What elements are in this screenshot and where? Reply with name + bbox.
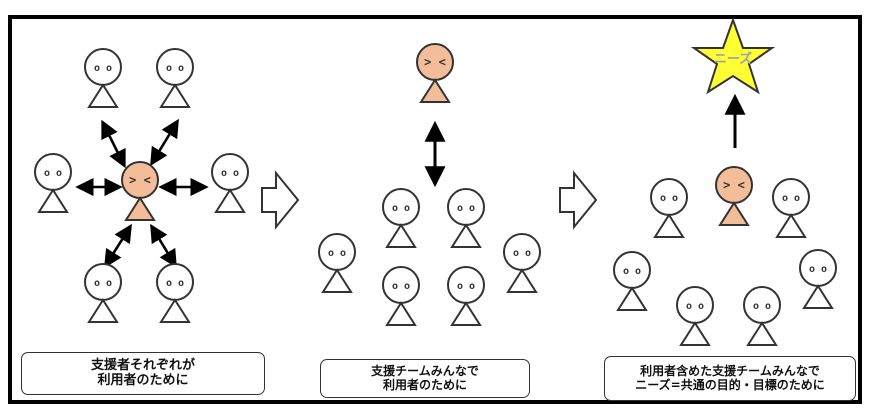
figure-body — [321, 268, 353, 293]
supporter-figure-icon: o o — [676, 286, 714, 346]
panel2-caption-line1: 支援チームみんなで — [371, 363, 479, 378]
panel1-caption-line2: 利用者のために — [97, 372, 189, 388]
user-figure-icon: > < — [121, 161, 159, 221]
figure-body — [653, 213, 685, 238]
figure-body — [385, 223, 417, 248]
panel3-caption-line2: ニーズ=共通の目的・目標のために — [635, 377, 825, 392]
flow-arrow-2-icon — [559, 170, 598, 230]
panel2-caption: 支援チームみんなで 利用者のために — [320, 359, 530, 398]
supporter-figure-icon: o o — [34, 153, 72, 213]
supporter-figure-icon: o o — [156, 263, 194, 323]
panel3-caption-line1: 利用者含めた支援チームみんなで — [640, 363, 820, 378]
flow-arrow-1-icon — [261, 170, 300, 230]
supporter-figure-icon: o o — [772, 178, 810, 238]
figure-face: > < — [129, 173, 151, 187]
arrow-down-right — [150, 223, 177, 269]
needs-star-label: ニーズ — [714, 51, 752, 67]
figure-face: o o — [94, 278, 112, 289]
figure-body — [87, 83, 119, 108]
figure-body — [385, 301, 417, 326]
figure-body — [159, 83, 191, 108]
figure-face: o o — [782, 193, 800, 204]
figure-body — [616, 286, 648, 311]
figure-face: o o — [623, 266, 641, 277]
user-figure-icon: > < — [416, 43, 454, 103]
supporter-figure-icon: o o — [84, 263, 122, 323]
supporter-figure-icon: o o — [650, 178, 688, 238]
figure-face: o o — [457, 203, 475, 214]
figure-face: o o — [94, 63, 112, 74]
supporter-figure-icon: o o — [503, 233, 541, 293]
supporter-figure-icon: o o — [799, 249, 837, 309]
supporter-figure-icon: o o — [211, 153, 249, 213]
panel1-caption-line1: 支援者それぞれが — [90, 357, 195, 373]
figure-body — [419, 78, 451, 103]
supporter-figure-icon: o o — [84, 48, 122, 108]
supporter-figure-icon: o o — [156, 48, 194, 108]
supporter-figure-icon: o o — [382, 188, 420, 248]
figure-body — [450, 223, 482, 248]
figure-face: o o — [660, 193, 678, 204]
figure-body — [87, 298, 119, 323]
supporter-figure-icon: o o — [613, 251, 651, 311]
supporter-figure-icon: o o — [743, 286, 781, 346]
figure-face: o o — [328, 248, 346, 259]
figure-body — [159, 298, 191, 323]
figure-face: o o — [513, 248, 531, 259]
figure-face: o o — [686, 301, 704, 312]
figure-face: o o — [44, 168, 62, 179]
figure-body — [506, 268, 538, 293]
figure-face: > < — [723, 178, 745, 192]
needs-star-icon — [690, 17, 776, 95]
supporter-figure-icon: o o — [318, 233, 356, 293]
figure-face: o o — [166, 63, 184, 74]
arrow-up-right — [150, 118, 179, 167]
figure-face: o o — [809, 264, 827, 275]
figure-body — [124, 196, 156, 221]
supporter-figure-icon: o o — [447, 188, 485, 248]
figure-face: o o — [392, 281, 410, 292]
figure-body — [802, 284, 834, 309]
arrow-down-left — [104, 223, 132, 269]
figure-body — [746, 321, 778, 346]
figure-body — [775, 213, 807, 238]
figure-face: o o — [753, 301, 771, 312]
people-layer: o o o o o o > < o o o o o o > < o o o o o o o o o o o… — [34, 43, 837, 346]
arrow-up-left — [101, 119, 126, 169]
figure-body — [37, 188, 69, 213]
supporter-figure-icon: o o — [447, 266, 485, 326]
panel1-arrows — [75, 118, 209, 269]
figure-body — [679, 321, 711, 346]
figure-face: o o — [392, 203, 410, 214]
panel1-caption: 支援者それぞれが 利用者のために — [21, 352, 265, 395]
figure-body — [450, 301, 482, 326]
panel3-caption: 利用者含めた支援チームみんなで ニーズ=共通の目的・目標のために — [604, 356, 856, 401]
figure-face: o o — [166, 278, 184, 289]
figure-face: o o — [221, 168, 239, 179]
figure-body — [214, 188, 246, 213]
supporter-figure-icon: o o — [382, 266, 420, 326]
panel2-caption-line2: 利用者のために — [382, 377, 467, 392]
figure-face: > < — [424, 55, 446, 69]
figure-body — [718, 201, 750, 226]
user-figure-icon: > < — [715, 166, 753, 226]
figure-face: o o — [457, 281, 475, 292]
